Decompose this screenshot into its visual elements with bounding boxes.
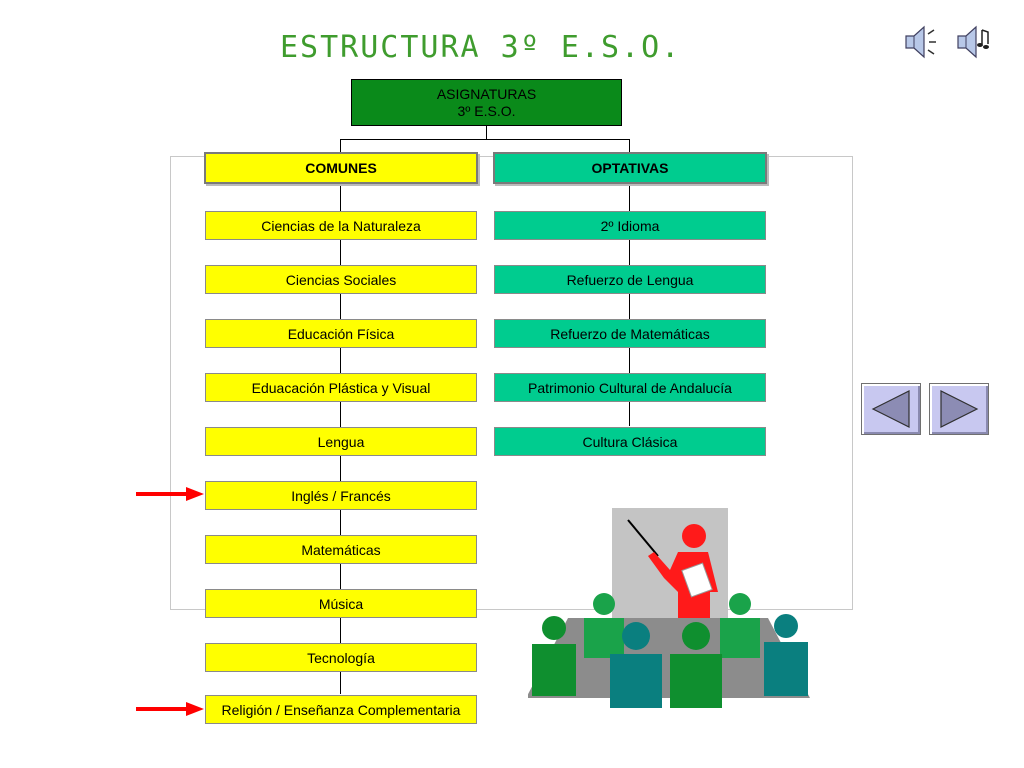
optativas-item-refuerzo-lengua: Refuerzo de Lengua	[494, 265, 766, 294]
connector-branch	[340, 139, 630, 140]
comunes-item-ciencias-sociales: Ciencias Sociales	[205, 265, 477, 294]
optativas-item-refuerzo-matematicas: Refuerzo de Matemáticas	[494, 319, 766, 348]
speaker-music-icon[interactable]	[952, 22, 992, 62]
comunes-header: COMUNES	[204, 152, 478, 184]
connector-optativas-column	[629, 184, 630, 426]
comunes-item-tecnologia: Tecnología	[205, 643, 477, 672]
comunes-item-musica: Música	[205, 589, 477, 618]
triangle-left-icon	[871, 390, 910, 428]
next-slide-button[interactable]	[929, 383, 989, 435]
comunes-item-educacion-fisica: Educación Física	[205, 319, 477, 348]
teacher-presentation-clipart	[528, 508, 810, 708]
root-sublabel: 3º E.S.O.	[457, 102, 516, 119]
root-node: ASIGNATURAS 3º E.S.O.	[351, 79, 622, 126]
connector-optativas	[629, 139, 630, 153]
optativas-header: OPTATIVAS	[493, 152, 767, 184]
comunes-item-matematicas: Matemáticas	[205, 535, 477, 564]
triangle-right-icon	[940, 390, 979, 428]
previous-slide-button[interactable]	[861, 383, 921, 435]
comunes-item-plastica-visual: Eduacación Plástica y Visual	[205, 373, 477, 402]
comunes-item-ingles-frances: Inglés / Francés	[205, 481, 477, 510]
optativas-item-segundo-idioma: 2º Idioma	[494, 211, 766, 240]
comunes-item-lengua: Lengua	[205, 427, 477, 456]
root-label: ASIGNATURAS	[436, 85, 537, 102]
comunes-item-religion: Religión / Enseñanza Complementaria	[205, 695, 477, 724]
connector-comunes	[340, 139, 341, 153]
page-title: ESTRUCTURA 3º E.S.O.	[280, 30, 682, 65]
speaker-icon[interactable]	[900, 22, 940, 62]
arrow-right-icon	[136, 487, 204, 501]
connector-root	[486, 126, 487, 139]
optativas-item-patrimonio: Patrimonio Cultural de Andalucía	[494, 373, 766, 402]
optativas-item-cultura-clasica: Cultura Clásica	[494, 427, 766, 456]
comunes-item-ciencias-naturaleza: Ciencias de la Naturaleza	[205, 211, 477, 240]
arrow-right-icon	[136, 702, 204, 716]
